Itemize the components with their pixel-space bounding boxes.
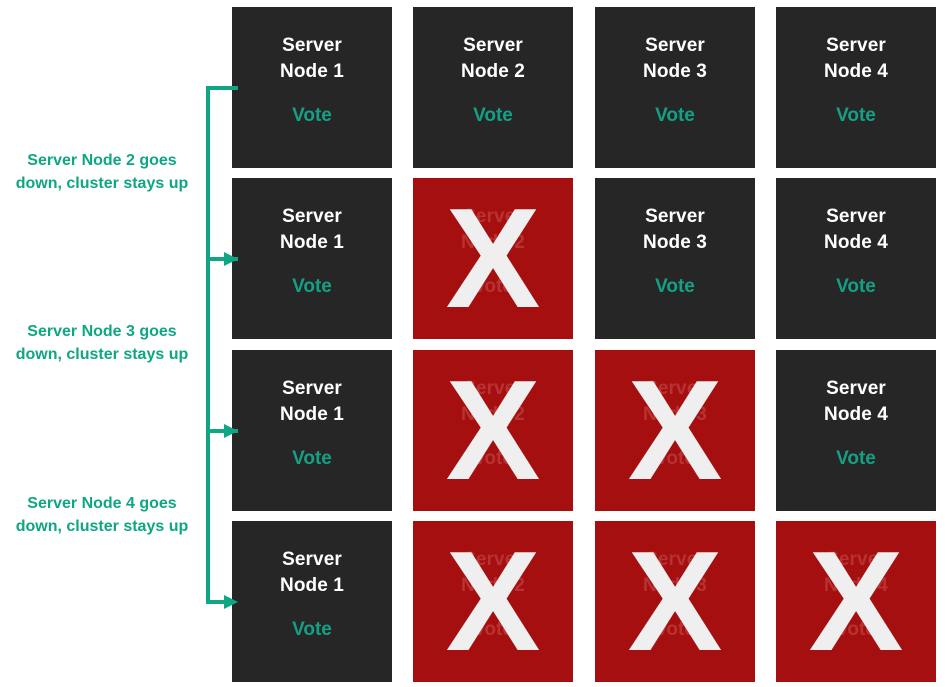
server-node-title: Server Node 3 xyxy=(643,35,707,82)
server-node-title: Server Node 3 xyxy=(643,378,707,425)
server-node-title: Server Node 2 xyxy=(461,549,525,596)
server-node-title: Server Node 4 xyxy=(824,206,888,253)
vote-label: Vote xyxy=(655,448,695,469)
vote-label: Vote xyxy=(292,105,332,126)
server-node-title: Server Node 3 xyxy=(643,206,707,253)
server-node-cell: Server Node 4 Vote xyxy=(776,350,936,511)
vote-label: Vote xyxy=(473,448,513,469)
server-node-cell: Server Node 3 Vote xyxy=(595,7,755,168)
vote-label: Vote xyxy=(655,105,695,126)
vote-label: Vote xyxy=(836,448,876,469)
server-node-title: Server Node 1 xyxy=(280,35,344,82)
vote-label: Vote xyxy=(655,276,695,297)
server-node-title: Server Node 4 xyxy=(824,378,888,425)
server-node-title: Server Node 3 xyxy=(643,549,707,596)
vote-label: Vote xyxy=(292,276,332,297)
server-node-title: Server Node 2 xyxy=(461,378,525,425)
server-node-title: Server Node 1 xyxy=(280,378,344,425)
vote-label: Vote xyxy=(836,276,876,297)
server-node-cell: Server Node 1 Vote xyxy=(232,178,392,339)
failure-caption: Server Node 3 goes down, cluster stays u… xyxy=(15,323,189,363)
node-down-x-icon: X xyxy=(627,521,723,681)
vote-label: Vote xyxy=(655,619,695,640)
server-node-cell: Server Node 1 Vote xyxy=(232,7,392,168)
server-node-title: Server Node 1 xyxy=(280,206,344,253)
server-node-cell: Server Node 3 Vote xyxy=(595,178,755,339)
server-node-cell: Server Node 4 Vote xyxy=(776,7,936,168)
vote-label: Vote xyxy=(292,448,332,469)
server-node-title: Server Node 2 xyxy=(461,35,525,82)
vote-label: Vote xyxy=(836,105,876,126)
node-down-x-icon: X xyxy=(445,350,541,510)
vote-label: Vote xyxy=(836,619,876,640)
server-node-cell: Server Node 1 Vote xyxy=(232,521,392,682)
vote-label: Vote xyxy=(473,619,513,640)
vote-label: Vote xyxy=(473,276,513,297)
node-down-x-icon: X xyxy=(808,521,904,681)
failure-caption: Server Node 2 goes down, cluster stays u… xyxy=(15,152,189,192)
server-node-title: Server Node 2 xyxy=(461,206,525,253)
server-node-title: Server Node 4 xyxy=(824,35,888,82)
node-down-x-icon: X xyxy=(445,521,541,681)
server-node-cell: Server Node 2 Vote xyxy=(413,7,573,168)
server-node-title: Server Node 4 xyxy=(824,549,888,596)
vote-label: Vote xyxy=(292,619,332,640)
server-node-title: Server Node 1 xyxy=(280,549,344,596)
node-down-x-icon: X xyxy=(627,350,723,510)
vote-label: Vote xyxy=(473,105,513,126)
failure-caption: Server Node 4 goes down, cluster stays u… xyxy=(15,495,189,535)
server-node-cell: Server Node 1 Vote xyxy=(232,350,392,511)
node-down-x-icon: X xyxy=(445,178,541,338)
server-node-cell: Server Node 4 Vote xyxy=(776,178,936,339)
